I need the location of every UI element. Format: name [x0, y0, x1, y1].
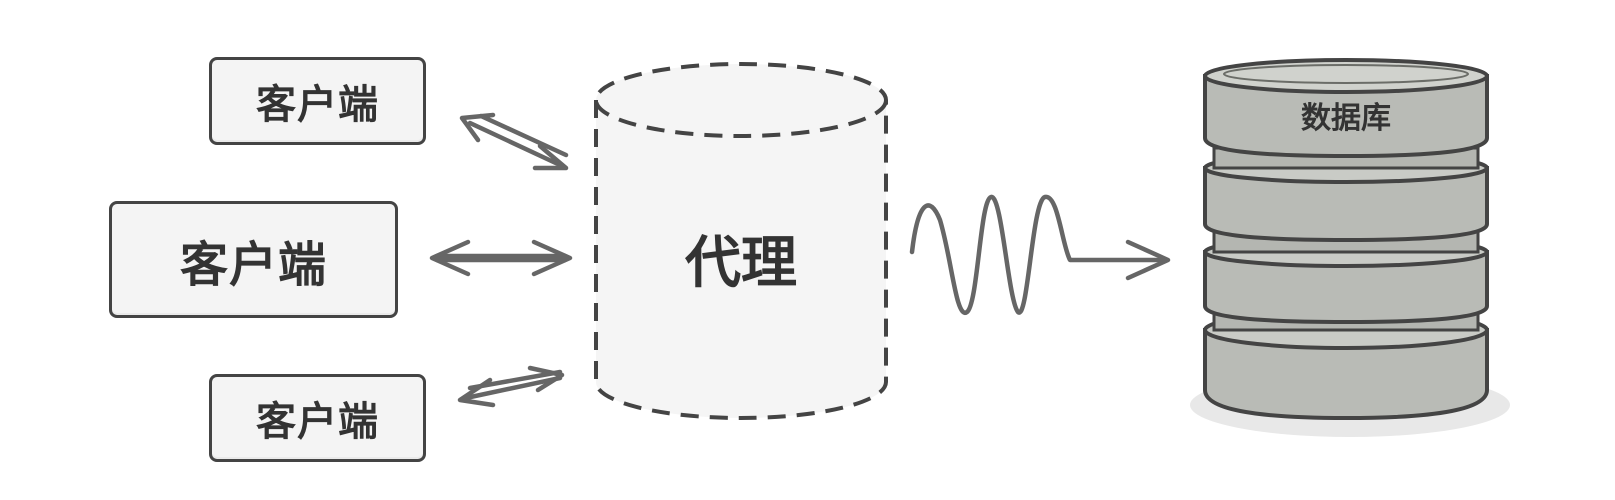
- proxy-label: 代理: [684, 231, 797, 296]
- double-arrow-icon: [429, 112, 573, 408]
- client-box-bottom: 客户端: [209, 374, 426, 462]
- client-box-top: 客户端: [209, 57, 426, 145]
- client-label-top: 客户端: [256, 82, 379, 128]
- arrow-client-bottom-to-proxy: [457, 365, 565, 408]
- database-stack: 数据库: [1190, 58, 1510, 437]
- arrow-client-top-to-proxy: [459, 112, 569, 171]
- signal-wave-icon: [909, 194, 1171, 315]
- client-box-middle: 客户端: [109, 201, 398, 318]
- client-label-bottom: 客户端: [256, 399, 379, 445]
- arrow-client-middle-to-proxy: [429, 239, 573, 277]
- database-label: 数据库: [1301, 101, 1391, 136]
- proxy-cylinder: 代理: [594, 62, 888, 420]
- client-label-middle: 客户端: [179, 236, 327, 293]
